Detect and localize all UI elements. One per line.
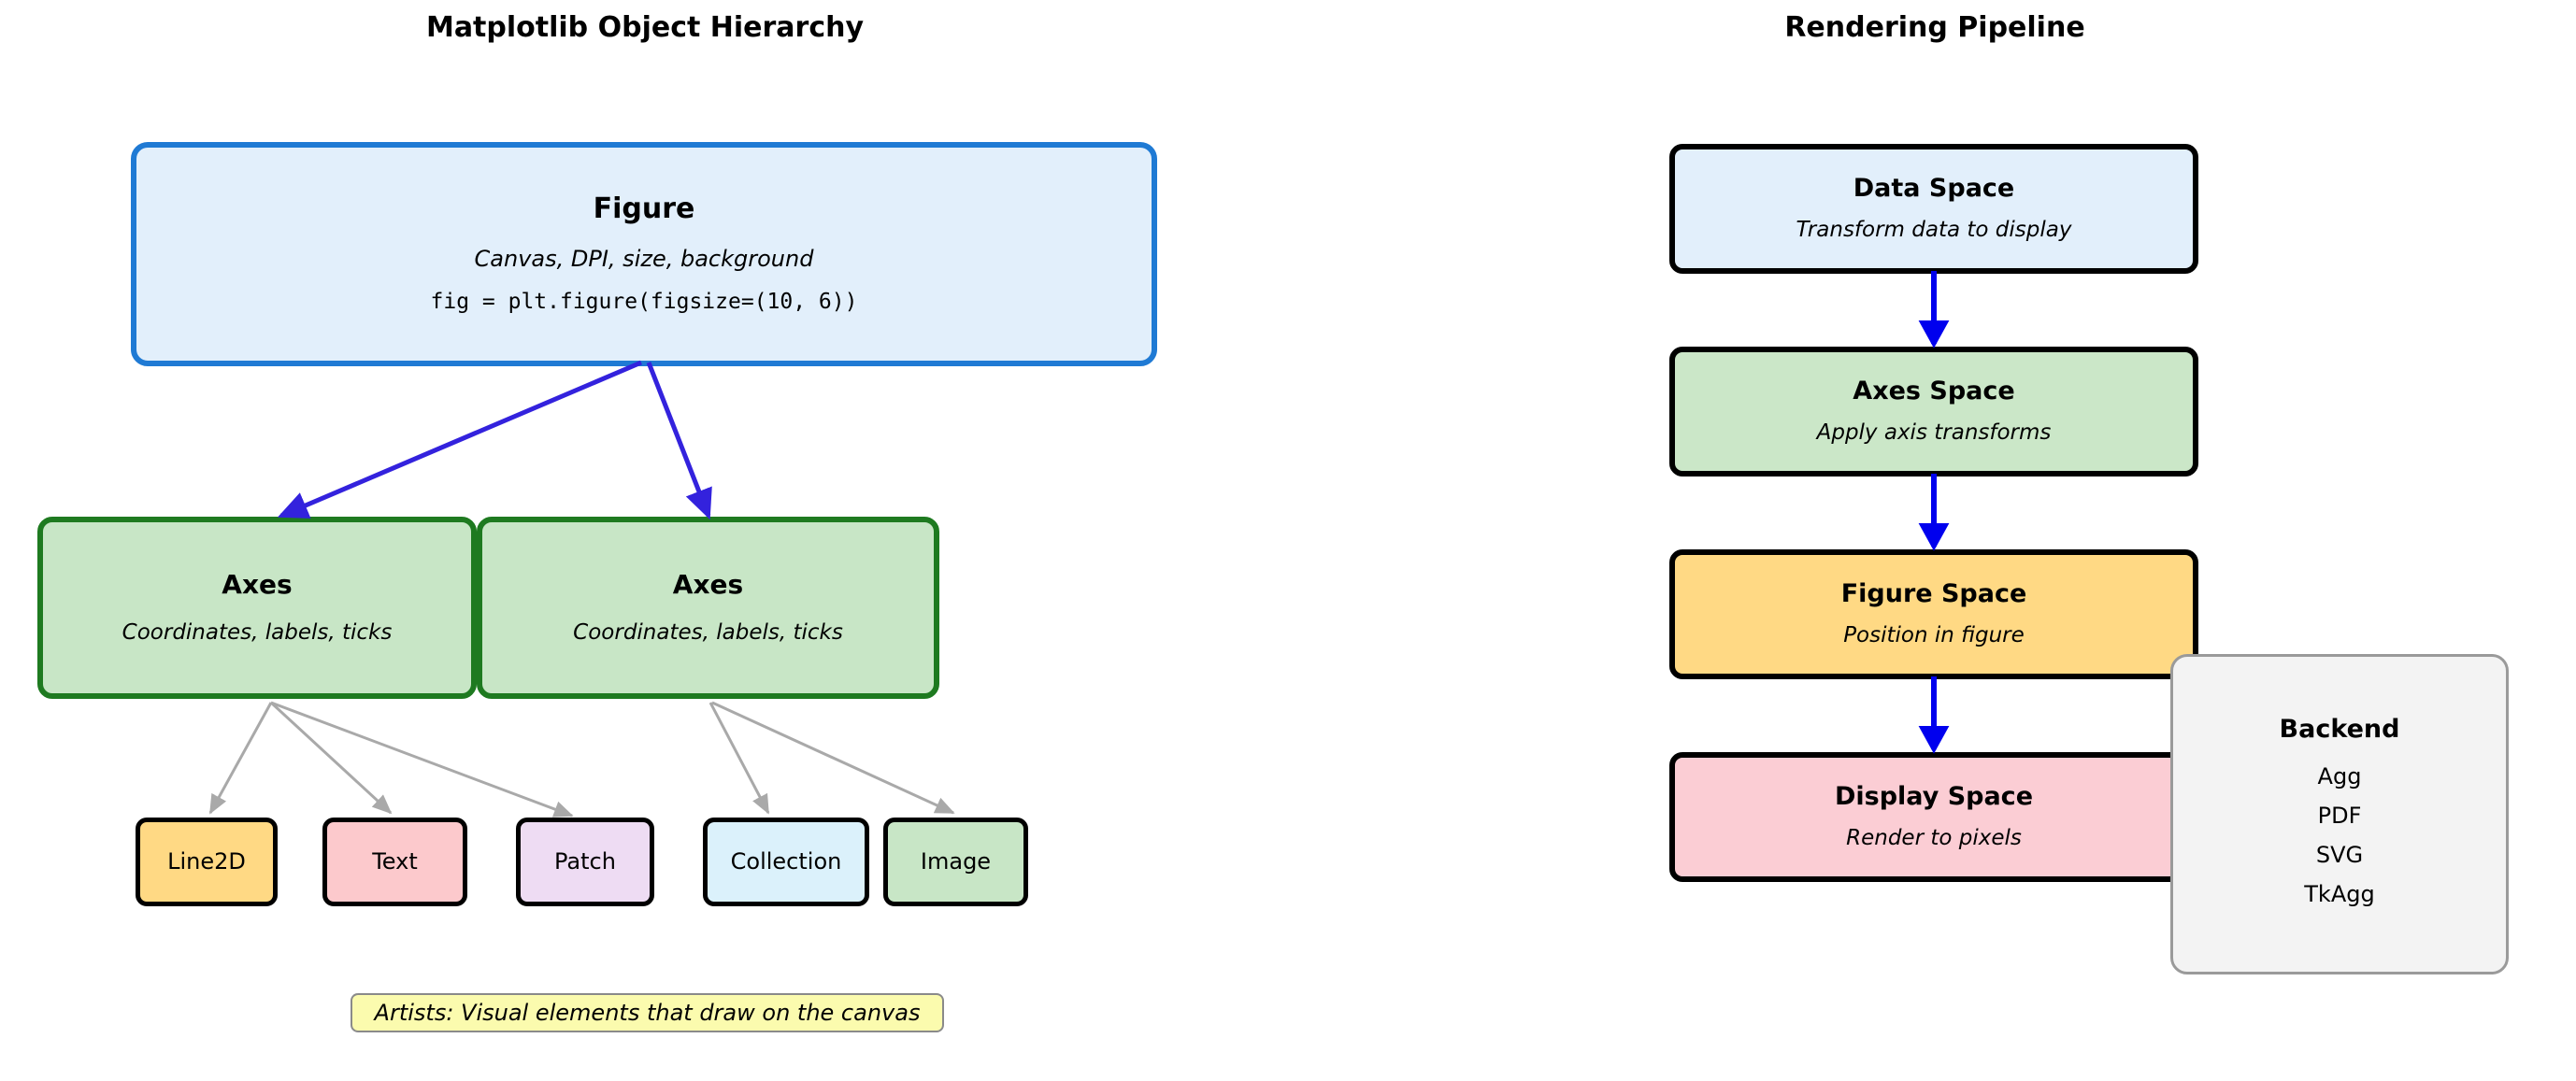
node-artist-image[interactable]: Image — [883, 818, 1028, 906]
node-figure[interactable]: Figure Canvas, DPI, size, background fig… — [131, 142, 1157, 366]
backend-item-agg[interactable]: Agg — [2317, 763, 2362, 789]
node-display-space-subtitle: Render to pixels — [1846, 826, 2022, 851]
node-figure-title: Figure — [593, 192, 695, 225]
arrow-figure-to-axes-right — [646, 362, 712, 520]
node-artist-text[interactable]: Text — [322, 818, 467, 906]
node-artist-collection-label: Collection — [730, 847, 842, 875]
node-display-space-title: Display Space — [1834, 782, 2034, 812]
backend-item-tkagg[interactable]: TkAgg — [2304, 881, 2375, 907]
arrow-figure-to-axes-left — [277, 360, 642, 519]
node-artist-line2d-label: Line2D — [167, 847, 246, 875]
arrow-axes-left-to-line2d — [208, 702, 273, 815]
node-display-space[interactable]: Display Space Render to pixels — [1669, 752, 2198, 882]
node-figure-subtitle: Canvas, DPI, size, background — [474, 246, 814, 273]
node-artist-line2d[interactable]: Line2D — [136, 818, 278, 906]
node-data-space[interactable]: Data Space Transform data to display — [1669, 144, 2198, 274]
node-figure-space[interactable]: Figure Space Position in figure — [1669, 549, 2198, 679]
node-artist-image-label: Image — [920, 847, 992, 875]
node-artist-patch-label: Patch — [554, 847, 616, 875]
node-figure-code: fig = plt.figure(figsize=(10, 6)) — [430, 289, 858, 314]
arrow-axes-right-to-collection — [708, 702, 770, 815]
backend-item-pdf[interactable]: PDF — [2317, 803, 2362, 829]
node-axes-right-subtitle: Coordinates, labels, ticks — [573, 619, 843, 645]
node-artist-collection[interactable]: Collection — [703, 818, 869, 906]
node-axes-left[interactable]: Axes Coordinates, labels, ticks — [37, 517, 477, 699]
pipeline-panel-title: Rendering Pipeline — [1784, 11, 2085, 44]
arrow-axes-left-to-text — [269, 701, 393, 815]
node-axes-space-title: Axes Space — [1853, 377, 2015, 406]
backend-panel-title: Backend — [2279, 715, 2400, 744]
node-axes-left-subtitle: Coordinates, labels, ticks — [122, 619, 393, 645]
node-axes-space[interactable]: Axes Space Apply axis transforms — [1669, 347, 2198, 476]
backend-panel[interactable]: Backend Agg PDF SVG TkAgg — [2170, 654, 2509, 974]
hierarchy-panel-title: Matplotlib Object Hierarchy — [425, 11, 865, 44]
node-artist-text-label: Text — [372, 847, 418, 875]
node-data-space-title: Data Space — [1853, 174, 2015, 204]
node-figure-space-title: Figure Space — [1840, 579, 2027, 609]
node-axes-left-title: Axes — [222, 568, 293, 600]
backend-item-svg[interactable]: SVG — [2315, 842, 2364, 868]
node-axes-space-subtitle: Apply axis transforms — [1816, 420, 2052, 446]
node-axes-right-title: Axes — [672, 568, 744, 600]
node-axes-right[interactable]: Axes Coordinates, labels, ticks — [477, 517, 939, 699]
node-figure-space-subtitle: Position in figure — [1843, 623, 2025, 648]
arrow-axes-left-to-patch — [270, 701, 574, 818]
node-data-space-subtitle: Transform data to display — [1796, 218, 2072, 243]
node-artist-patch[interactable]: Patch — [516, 818, 654, 906]
arrow-axes-right-to-image — [711, 701, 955, 815]
artists-annotation: Artists: Visual elements that draw on th… — [351, 993, 944, 1032]
